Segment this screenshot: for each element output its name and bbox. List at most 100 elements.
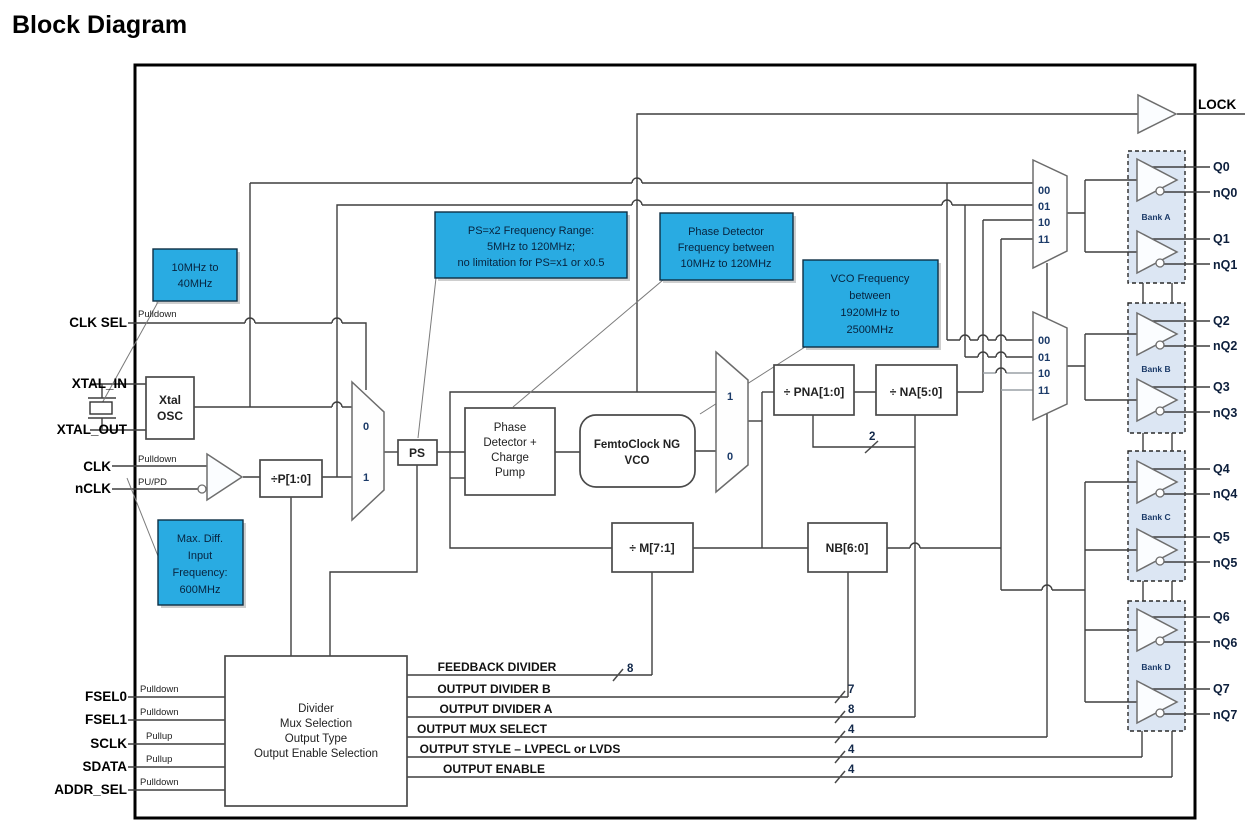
bus-width-slash: [612, 668, 624, 682]
na-divider-label: ÷ NA[5:0]: [890, 385, 943, 399]
pin-q4: Q4: [1213, 462, 1230, 476]
pin-q0: Q0: [1213, 160, 1230, 174]
vco-label-1: FemtoClock NG: [594, 439, 680, 451]
vco-label-2: VCO: [625, 455, 650, 467]
bus-width-slash: [834, 710, 846, 724]
input-mux: [351, 380, 385, 522]
pin-nq2: nQ2: [1213, 339, 1237, 353]
bus-output-divider-a: OUTPUT DIVIDER A: [440, 702, 553, 716]
bus-labels: FEEDBACK DIVIDER OUTPUT DIVIDER B OUTPUT…: [417, 431, 879, 784]
wire-hop: [631, 177, 643, 184]
wire-hop: [631, 199, 643, 206]
pin-fsel1: FSEL1: [85, 712, 128, 727]
control-block: [224, 655, 408, 807]
q5-inverting-bubble-icon: [1155, 556, 1165, 566]
lock-buffer: [1137, 93, 1178, 135]
callout-vco-line4: 2500MHz: [846, 324, 893, 336]
pin-sclk-hint: Pullup: [146, 731, 172, 742]
q6-inverting-bubble-icon: [1155, 636, 1165, 646]
pin-nq5: nQ5: [1213, 556, 1237, 570]
pin-sdata: SDATA: [83, 759, 128, 774]
pd-label-2: Detector +: [483, 437, 537, 449]
wire: [636, 113, 1138, 392]
bus-width-slash: [834, 730, 846, 744]
crystal-icon: [89, 401, 113, 415]
control-label-4: Output Enable Selection: [254, 748, 378, 760]
bus-width-slash: [834, 750, 846, 764]
pin-nclk: nCLK: [75, 481, 111, 496]
pin-q7: Q7: [1213, 682, 1230, 696]
bus-width-pna: 2: [869, 431, 875, 443]
wire-hop: [995, 367, 1007, 374]
nclk-inverting-bubble-icon: [197, 484, 207, 494]
pd-label-3: Charge: [491, 452, 529, 464]
nb-divider-block: [807, 522, 888, 573]
mux-ab-11: 11: [1038, 234, 1050, 246]
pin-addr-sel-hint: Pulldown: [140, 777, 179, 788]
m-divider-label: ÷ M[7:1]: [629, 541, 674, 555]
pin-nq6: nQ6: [1213, 636, 1237, 650]
q3-inverting-bubble-icon: [1155, 406, 1165, 416]
wire: [128, 322, 367, 390]
wire-hop: [331, 317, 343, 324]
pin-nq1: nQ1: [1213, 258, 1237, 272]
control-label-1: Divider: [298, 703, 334, 715]
components: Xtal OSC ÷P[1:0] 0 1 PS Phase Detector +…: [54, 93, 1237, 807]
q4-inverting-bubble-icon: [1155, 488, 1165, 498]
wire-hop: [244, 317, 256, 324]
callout-ps-line3: no limitation for PS=x1 or x0.5: [457, 257, 604, 269]
callout-maxdiff-box: [157, 519, 244, 606]
bus-width-enable: 4: [848, 764, 855, 776]
vco-block: [579, 414, 696, 488]
bus-width-mux-select: 4: [848, 724, 855, 736]
callout-ps-line1: PS=x2 Frequency Range:: [468, 225, 594, 237]
pin-q5: Q5: [1213, 530, 1230, 544]
pin-q6: Q6: [1213, 610, 1230, 624]
callout-xtal-box: [152, 248, 238, 302]
xtal-osc-block: [145, 376, 195, 440]
pna-divider-label: ÷ PNA[1:0]: [784, 385, 845, 399]
bus-width-divider-a: 8: [848, 704, 855, 716]
bank-b-label: Bank B: [1141, 364, 1170, 374]
wire-hop: [977, 334, 989, 341]
p-divider-label: ÷P[1:0]: [271, 472, 311, 486]
bus-width-slash: [834, 770, 846, 784]
wire: [329, 465, 418, 656]
pin-clk-sel-hint: Pulldown: [138, 309, 177, 320]
wire: [812, 415, 915, 448]
pin-nq7: nQ7: [1213, 708, 1237, 722]
mux-cd-00: 00: [1038, 335, 1050, 347]
wire-hop: [995, 351, 1007, 358]
bus-width-divider-b: 7: [848, 684, 854, 696]
pin-fsel0-hint: Pulldown: [140, 684, 179, 695]
pin-clk: CLK: [83, 459, 111, 474]
pin-nq0: nQ0: [1213, 186, 1237, 200]
bus-width-feedback: 8: [627, 663, 634, 675]
pin-xtal-out: XTAL_OUT: [57, 422, 128, 437]
pin-clk-hint: Pulldown: [138, 454, 177, 465]
callout-pd-line2: Frequency between: [678, 242, 775, 254]
pin-addr-sel: ADDR_SEL: [54, 782, 127, 797]
input-mux-1: 1: [363, 472, 369, 484]
pin-clk-sel: CLK SEL: [69, 315, 127, 330]
callout-max-diff: Max. Diff. Input Frequency: 600MHz: [157, 519, 246, 608]
mux-ab-01: 01: [1038, 201, 1050, 213]
pin-fsel1-hint: Pulldown: [140, 707, 179, 718]
left-pins: CLK SEL Pulldown XTAL_IN XTAL_OUT CLK Pu…: [54, 309, 178, 797]
input-mux-0: 0: [363, 421, 369, 433]
pin-q1: Q1: [1213, 232, 1230, 246]
bank-d-label: Bank D: [1141, 662, 1170, 672]
callout-maxdiff-line2: Input: [188, 550, 212, 562]
callout-ps-range: PS=x2 Frequency Range: 5MHz to 120MHz; n…: [434, 211, 630, 281]
pin-fsel0: FSEL0: [85, 689, 127, 704]
pin-sclk: SCLK: [90, 736, 127, 751]
bus-output-style: OUTPUT STYLE – LVPECL or LVDS: [420, 742, 621, 756]
phase-detector-block: [464, 407, 556, 496]
callout-leader-line: [126, 477, 159, 557]
wire-hop: [1041, 584, 1053, 591]
wire: [449, 391, 716, 549]
bus-width-slash: [864, 440, 879, 454]
m-divider-block: [611, 522, 694, 573]
